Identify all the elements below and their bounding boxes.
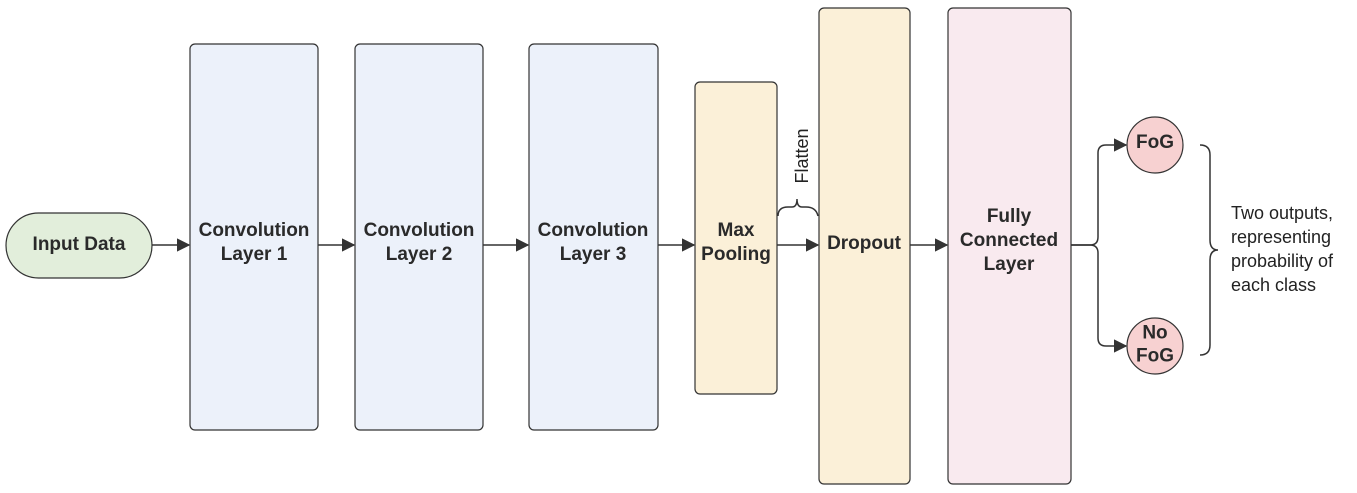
node-fog: FoG bbox=[1126, 116, 1184, 174]
node-fog-shape bbox=[1126, 116, 1184, 174]
node-input-shape bbox=[5, 212, 153, 279]
node-conv3-shape bbox=[528, 43, 659, 431]
node-conv3-label: Convolution bbox=[538, 220, 649, 241]
node-conv1-shape bbox=[189, 43, 319, 431]
node-dropout: Dropout bbox=[818, 7, 911, 485]
node-conv2-label: Layer 2 bbox=[386, 244, 453, 265]
node-fc-label: Fully bbox=[987, 206, 1032, 227]
node-fc-shape bbox=[947, 7, 1072, 485]
node-conv3-label: Layer 3 bbox=[560, 244, 627, 265]
outputs-note-line: Two outputs, bbox=[1231, 203, 1333, 223]
node-conv1-label: Convolution bbox=[199, 220, 310, 241]
outputs-note-line: probability of bbox=[1231, 251, 1334, 271]
node-dropout-label: Dropout bbox=[827, 233, 902, 254]
edge-fc-to-nofog bbox=[1071, 244, 1128, 353]
node-maxpool-label: Pooling bbox=[701, 244, 771, 265]
node-maxpool-label: Max bbox=[718, 220, 755, 241]
outputs-note-line: each class bbox=[1231, 275, 1316, 295]
node-fc-label: Layer bbox=[984, 254, 1035, 275]
node-dropout-shape bbox=[818, 7, 911, 485]
node-maxpool-shape bbox=[694, 81, 778, 395]
flatten-label: Flatten bbox=[792, 128, 812, 183]
outputs-note-line: representing bbox=[1231, 227, 1331, 247]
node-conv1-label: Layer 1 bbox=[221, 244, 288, 265]
node-conv2-shape bbox=[354, 43, 484, 431]
node-fog-label: FoG bbox=[1136, 132, 1174, 153]
outputs-note: Two outputs, representing probability of… bbox=[1231, 203, 1334, 295]
edge-fc-to-fog bbox=[1071, 138, 1128, 246]
node-input: Input Data bbox=[5, 212, 153, 279]
node-nofog-label: FoG bbox=[1136, 346, 1174, 367]
outputs-brace bbox=[1199, 144, 1219, 356]
node-fc-label: Connected bbox=[960, 230, 1058, 251]
node-nofog-label: No bbox=[1142, 323, 1167, 344]
node-conv2-label: Convolution bbox=[364, 220, 475, 241]
flatten-brace bbox=[777, 198, 819, 217]
node-nofog-shape bbox=[1126, 317, 1184, 375]
node-input-label: Input Data bbox=[33, 234, 126, 255]
